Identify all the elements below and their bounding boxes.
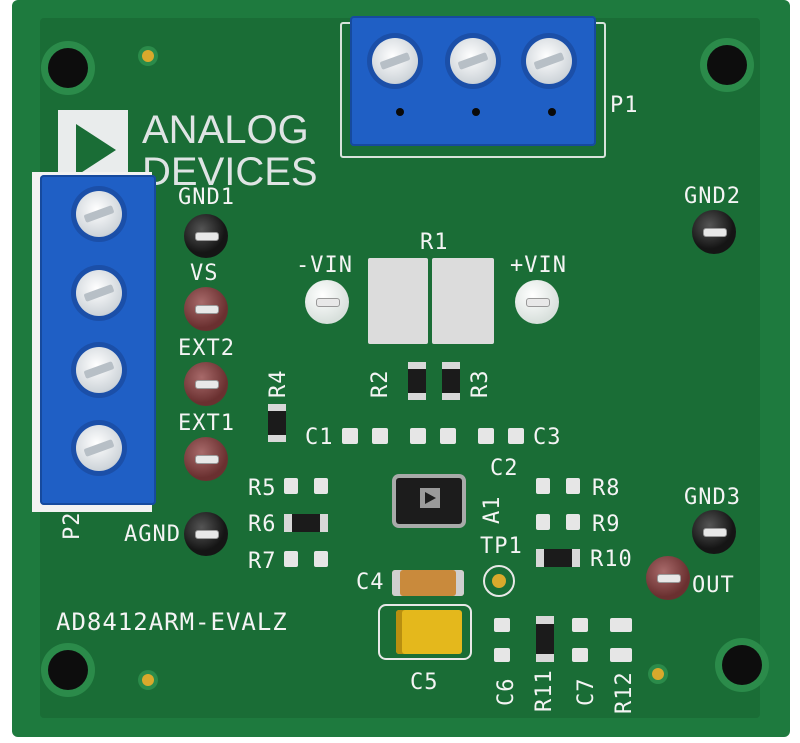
label-c7: C7 bbox=[574, 677, 599, 707]
test-point-vin-neg[interactable] bbox=[305, 280, 349, 324]
label-vs: VS bbox=[190, 261, 219, 286]
r1-pad-left bbox=[368, 258, 428, 344]
label-r12: R12 bbox=[612, 671, 637, 714]
label-r11: R11 bbox=[532, 669, 557, 712]
label-r3: R3 bbox=[468, 369, 493, 399]
p1-screw-3-icon[interactable] bbox=[526, 38, 572, 84]
via-bottom-right bbox=[652, 668, 664, 680]
test-point-gnd1[interactable] bbox=[184, 214, 228, 258]
mounting-hole-top-left bbox=[48, 48, 88, 88]
label-c6: C6 bbox=[494, 677, 519, 707]
test-point-tp1[interactable] bbox=[483, 565, 515, 597]
label-p2: P2 bbox=[60, 511, 85, 541]
p2-screw-3-icon[interactable] bbox=[76, 347, 122, 393]
label-r8: R8 bbox=[592, 476, 621, 501]
label-c3: C3 bbox=[533, 425, 562, 450]
test-point-gnd2[interactable] bbox=[692, 210, 736, 254]
label-p1: P1 bbox=[610, 93, 639, 118]
label-a1: A1 bbox=[480, 495, 505, 525]
mounting-hole-bottom-left bbox=[48, 650, 88, 690]
label-r1: R1 bbox=[420, 230, 449, 255]
label-c4: C4 bbox=[356, 570, 385, 595]
test-point-out[interactable] bbox=[646, 556, 690, 600]
connector-p1[interactable] bbox=[350, 16, 596, 146]
label-r9: R9 bbox=[592, 512, 621, 537]
label-gnd2: GND2 bbox=[684, 184, 741, 209]
label-gnd3: GND3 bbox=[684, 485, 741, 510]
capacitor-c5 bbox=[396, 610, 462, 654]
label-agnd: AGND bbox=[124, 522, 181, 547]
label-ext1: EXT1 bbox=[178, 411, 235, 436]
label-out: OUT bbox=[692, 573, 735, 598]
analog-devices-chip-logo-icon bbox=[420, 488, 440, 508]
label-r10: R10 bbox=[590, 547, 633, 572]
resistor-r2 bbox=[408, 362, 426, 400]
label-c2: C2 bbox=[490, 456, 519, 481]
resistor-r4 bbox=[268, 404, 286, 442]
p1-screw-2-icon[interactable] bbox=[450, 38, 496, 84]
capacitor-c5-outline bbox=[378, 604, 472, 660]
resistor-r10 bbox=[536, 549, 580, 567]
p2-screw-1-icon[interactable] bbox=[76, 191, 122, 237]
label-r4: R4 bbox=[266, 369, 291, 399]
logo-text-line2: DEVICES bbox=[142, 150, 318, 194]
label-tp1: TP1 bbox=[480, 534, 523, 559]
label-vin-neg: -VIN bbox=[296, 253, 353, 278]
via-top bbox=[142, 50, 154, 62]
label-c1: C1 bbox=[305, 425, 334, 450]
label-r7: R7 bbox=[248, 549, 277, 574]
logo-text-line1: ANALOG bbox=[142, 108, 309, 152]
test-point-vin-pos[interactable] bbox=[515, 280, 559, 324]
mounting-hole-top-right bbox=[707, 45, 747, 85]
label-ext2: EXT2 bbox=[178, 336, 235, 361]
label-c5: C5 bbox=[410, 670, 439, 695]
r1-pad-right bbox=[432, 258, 494, 344]
mounting-hole-bottom-right bbox=[722, 645, 762, 685]
capacitor-c4 bbox=[392, 570, 464, 596]
resistor-r3 bbox=[442, 362, 460, 400]
label-r5: R5 bbox=[248, 476, 277, 501]
test-point-vs[interactable] bbox=[184, 287, 228, 331]
resistor-r6 bbox=[284, 514, 328, 532]
test-point-gnd3[interactable] bbox=[692, 510, 736, 554]
board-label: AD8412ARM-EVALZ bbox=[56, 608, 288, 636]
p1-screw-1-icon[interactable] bbox=[372, 38, 418, 84]
resistor-r11 bbox=[536, 616, 554, 662]
test-point-ext2[interactable] bbox=[184, 362, 228, 406]
p2-screw-4-icon[interactable] bbox=[76, 425, 122, 471]
label-gnd1: GND1 bbox=[178, 185, 235, 210]
via-bottom-left bbox=[142, 674, 154, 686]
label-r2: R2 bbox=[368, 369, 393, 399]
p2-screw-2-icon[interactable] bbox=[76, 270, 122, 316]
connector-p2[interactable] bbox=[40, 175, 156, 505]
label-r6: R6 bbox=[248, 512, 277, 537]
ic-a1 bbox=[396, 478, 462, 524]
test-point-ext1[interactable] bbox=[184, 437, 228, 481]
test-point-agnd[interactable] bbox=[184, 512, 228, 556]
label-vin-pos: +VIN bbox=[510, 253, 567, 278]
